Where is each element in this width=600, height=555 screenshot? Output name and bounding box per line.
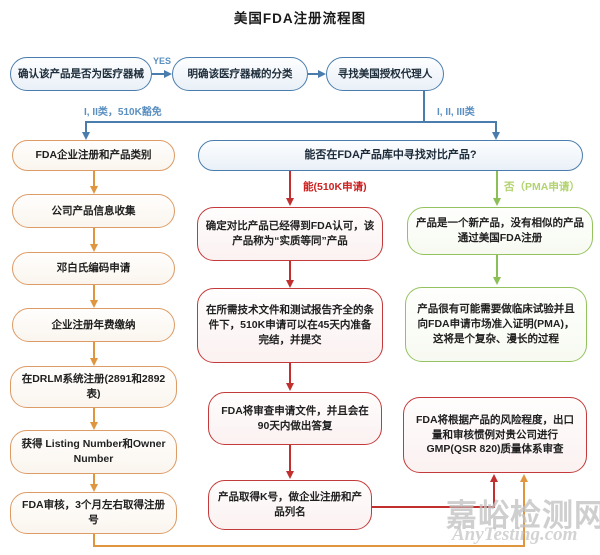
connector-agent-drop — [423, 91, 425, 122]
connector-knumber-right — [372, 506, 495, 508]
arrow-left-2 — [93, 228, 95, 245]
label-branch-pma: 否（PMA申请） — [504, 181, 580, 193]
arrowhead-down-icon — [492, 198, 501, 206]
arrow-left-6 — [93, 474, 95, 485]
watermark-cn: 嘉峪检测网 — [446, 498, 600, 533]
flow-node-duns-application: 邓白氏编码申请 — [12, 252, 175, 285]
connector-right-drop — [495, 121, 497, 134]
flow-node-substantial-equivalence: 确定对比产品已经得到FDA认可，该产品称为“实质等同”产品 — [197, 207, 383, 261]
arrowhead-right-icon — [318, 69, 326, 78]
page-title: 美国FDA注册流程图 — [233, 11, 367, 26]
flow-node-question-predicate: 能否在FDA产品库中寻找对比产品? — [198, 140, 583, 171]
flow-node-fda-registration-category: FDA企业注册和产品类别 — [12, 140, 175, 171]
arrowhead-up-icon — [519, 474, 528, 482]
arrowhead-down-icon — [492, 277, 501, 285]
flow-node-us-agent: 寻找美国授权代理人 — [326, 57, 444, 91]
flow-node-k-number-listing: 产品取得K号，做企业注册和产品列名 — [208, 480, 372, 530]
arrow-left-1 — [93, 171, 95, 187]
flow-node-drlm-system: 在DRLM系统注册(2891和2892表) — [10, 366, 177, 408]
arrowhead-down-icon — [491, 132, 500, 140]
flow-node-confirm-device: 确认该产品是否为医疗器械 — [10, 57, 152, 91]
connector-class-rail — [85, 121, 497, 123]
flow-node-annual-fee: 企业注册年费缴纳 — [12, 308, 175, 342]
flow-node-company-info-collection: 公司产品信息收集 — [12, 194, 175, 228]
arrowhead-down-icon — [89, 186, 98, 194]
arrow-box1-to-box2 — [152, 73, 166, 75]
arrowhead-up-icon — [489, 474, 498, 482]
arrow-branch-yes — [289, 171, 291, 199]
arrowhead-down-icon — [89, 422, 98, 430]
flow-node-new-product: 产品是一个新产品，没有相似的产品通过美国FDA注册 — [407, 207, 593, 255]
flow-node-listing-owner-number: 获得 Listing Number和Owner Number — [10, 430, 177, 474]
arrow-box2-to-box3 — [308, 73, 320, 75]
flow-node-classify-device: 明确该医疗器械的分类 — [172, 57, 308, 91]
arrowhead-down-icon — [285, 198, 294, 206]
arrow-left-4 — [93, 342, 95, 359]
label-yes: YES — [153, 56, 172, 66]
flow-node-gmp-qsr820-audit: FDA将根据产品的风险程度，出口量和审核惯例对贵公司进行GMP(QSR 820)… — [403, 397, 587, 473]
arrow-left-3 — [93, 285, 95, 301]
arrow-510k-3 — [289, 445, 291, 472]
arrowhead-down-icon — [81, 132, 90, 140]
arrowhead-down-icon — [285, 471, 294, 479]
arrowhead-down-icon — [89, 484, 98, 492]
arrow-pma-1 — [496, 255, 498, 278]
arrowhead-down-icon — [89, 300, 98, 308]
flow-node-fda-review-3-months: FDA审核，3个月左右取得注册号 — [10, 492, 177, 534]
connector-review-down — [93, 534, 95, 547]
connector-bottom-rise — [523, 482, 525, 546]
flow-node-fda-90-days-reply: FDA将审查申请文件，并且会在90天内做出答复 — [208, 392, 382, 445]
arrowhead-down-icon — [89, 244, 98, 252]
arrowhead-down-icon — [285, 383, 294, 391]
arrowhead-right-icon — [164, 69, 172, 78]
label-class-1-2-3: I, II, III类 — [437, 107, 475, 118]
arrow-left-5 — [93, 408, 95, 423]
arrowhead-down-icon — [285, 280, 294, 288]
arrow-branch-no — [496, 171, 498, 199]
label-class-1-2-510k-exempt: I, II类，510K豁免 — [84, 107, 162, 118]
flow-node-510k-45-days: 在所需技术文件和测试报告齐全的条件下，510K申请可以在45天内准备完结，并提交 — [197, 288, 383, 363]
connector-knumber-rise — [493, 482, 495, 508]
arrowhead-down-icon — [89, 358, 98, 366]
arrow-510k-2 — [289, 363, 291, 384]
connector-bottom-rail — [93, 545, 525, 547]
arrow-510k-1 — [289, 261, 291, 281]
label-branch-510k: 能(510K申请) — [303, 181, 367, 193]
connector-left-drop — [85, 121, 87, 134]
flow-node-clinical-trial-pma: 产品很有可能需要做临床试验并且向FDA申请市场准入证明(PMA)，这将是个复杂、… — [405, 287, 587, 362]
watermark-en: AnyTesting.com — [452, 524, 578, 545]
